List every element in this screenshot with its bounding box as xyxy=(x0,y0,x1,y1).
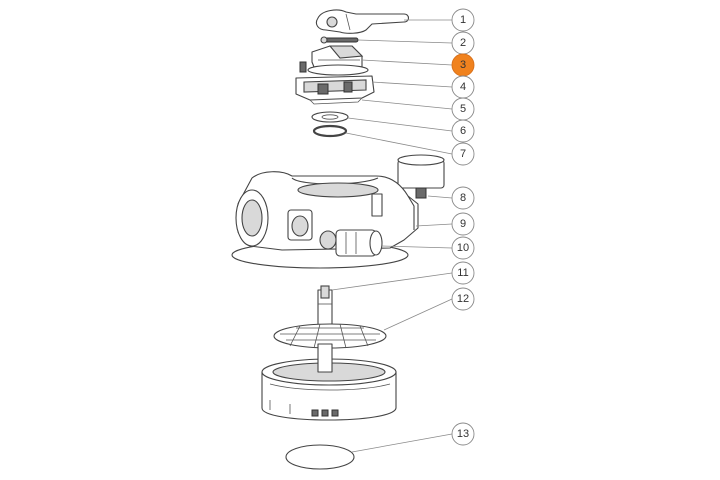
callout-circle-13[interactable] xyxy=(451,422,475,446)
leader-8 xyxy=(427,195,453,199)
callout-5[interactable]: 5 xyxy=(451,97,475,121)
part-plug[interactable] xyxy=(319,229,383,257)
part-pressure-gauge[interactable] xyxy=(397,154,445,199)
part-filter-disc[interactable] xyxy=(273,323,387,349)
part-washer[interactable] xyxy=(311,111,349,123)
part-valve-top[interactable] xyxy=(299,45,369,76)
part-seal-disc[interactable] xyxy=(285,444,355,470)
leader-13 xyxy=(351,433,453,453)
callout-1[interactable]: 1 xyxy=(451,8,475,32)
part-pin[interactable] xyxy=(320,36,359,44)
leader-2 xyxy=(357,39,453,44)
callout-label-2: 2 xyxy=(460,37,466,49)
callout-4[interactable]: 4 xyxy=(451,75,475,99)
part-lower-housing[interactable] xyxy=(261,343,397,421)
leader-4 xyxy=(371,81,453,88)
part-valve-body[interactable] xyxy=(231,171,419,269)
callout-2[interactable]: 2 xyxy=(451,31,475,55)
callout-label-7: 7 xyxy=(460,148,466,160)
leader-10 xyxy=(381,245,453,249)
callout-8[interactable]: 8 xyxy=(451,186,475,210)
callout-12[interactable]: 12 xyxy=(451,287,475,311)
callout-7[interactable]: 7 xyxy=(451,142,475,166)
callout-3[interactable]: 3 xyxy=(451,53,475,77)
callout-9[interactable]: 9 xyxy=(451,212,475,236)
callout-13[interactable]: 13 xyxy=(451,422,475,446)
callout-label-5: 5 xyxy=(460,103,466,115)
leader-12 xyxy=(383,298,453,331)
callout-10[interactable]: 10 xyxy=(451,236,475,260)
callout-label-9: 9 xyxy=(460,218,466,230)
callout-circle-6[interactable] xyxy=(451,119,475,143)
leader-9 xyxy=(415,223,453,227)
callout-circle-1[interactable] xyxy=(451,8,475,32)
part-shaft[interactable] xyxy=(317,285,333,333)
callout-label-8: 8 xyxy=(460,192,466,204)
callout-circle-8[interactable] xyxy=(451,186,475,210)
callout-label-13: 13 xyxy=(457,428,469,440)
callout-circle-7[interactable] xyxy=(451,142,475,166)
callout-label-3: 3 xyxy=(460,59,466,71)
leader-3 xyxy=(361,59,453,66)
callout-label-6: 6 xyxy=(460,125,466,137)
callout-11[interactable]: 11 xyxy=(451,261,475,285)
leader-11 xyxy=(331,272,453,291)
callout-6[interactable]: 6 xyxy=(451,119,475,143)
callout-circle-12[interactable] xyxy=(451,287,475,311)
leader-6 xyxy=(347,117,453,132)
callout-label-10: 10 xyxy=(457,242,469,254)
callout-circle-11[interactable] xyxy=(451,261,475,285)
callout-label-11: 11 xyxy=(457,267,468,279)
callout-label-4: 4 xyxy=(460,81,466,93)
part-o-ring[interactable] xyxy=(312,124,348,138)
leader-7 xyxy=(345,132,453,155)
leader-lines xyxy=(331,19,453,453)
callout-circle-10[interactable] xyxy=(451,236,475,260)
callout-label-1: 1 xyxy=(460,14,466,26)
callout-circle-9[interactable] xyxy=(451,212,475,236)
part-mechanism-base[interactable] xyxy=(295,75,375,105)
part-handle[interactable] xyxy=(315,9,410,34)
callout-label-12: 12 xyxy=(457,293,469,305)
leader-5 xyxy=(361,99,453,110)
